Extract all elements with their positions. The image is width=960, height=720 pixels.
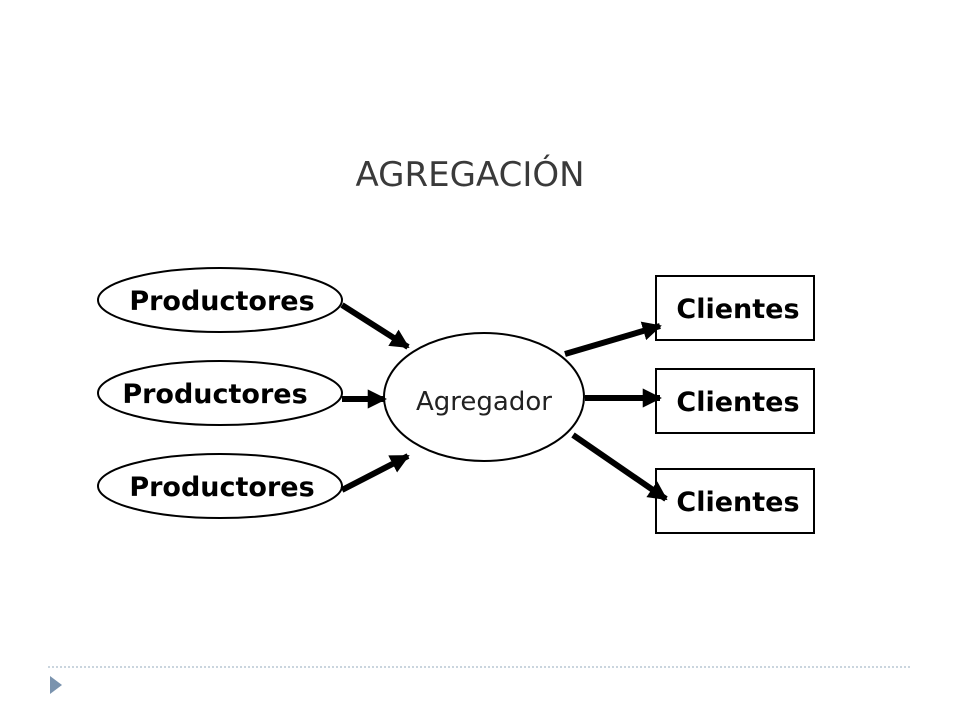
aggregator-label: Agregador — [416, 387, 552, 417]
aggregator-node: Agregador — [383, 332, 585, 462]
arrow-aggregator-to-client-3 — [571, 432, 668, 502]
client-box — [655, 275, 815, 341]
client-node-1: Clientes — [655, 275, 815, 341]
diagram-title: AGREGACIÓN — [355, 154, 584, 195]
producer-node-1: Productores — [97, 267, 343, 333]
triangle-right-icon — [50, 676, 62, 694]
arrow-producer-3-to-aggregator — [340, 453, 410, 493]
client-label: Clientes — [676, 294, 799, 325]
client-node-3: Clientes — [655, 468, 815, 534]
client-node-2: Clientes — [655, 368, 815, 434]
client-box — [655, 468, 815, 534]
producer-ellipse — [97, 360, 343, 426]
producer-ellipse — [97, 267, 343, 333]
arrow-producer-1-to-aggregator — [340, 302, 410, 350]
client-label: Clientes — [676, 487, 799, 518]
client-label: Clientes — [676, 387, 799, 418]
producer-label: Productores — [129, 472, 314, 503]
producer-node-2: Productores — [97, 360, 343, 426]
producer-node-3: Productores — [97, 453, 343, 519]
producer-ellipse — [97, 453, 343, 519]
producer-label: Productores — [129, 286, 314, 317]
producer-label: Productores — [122, 379, 307, 410]
arrow-aggregator-to-client-1 — [564, 321, 662, 357]
client-box — [655, 368, 815, 434]
